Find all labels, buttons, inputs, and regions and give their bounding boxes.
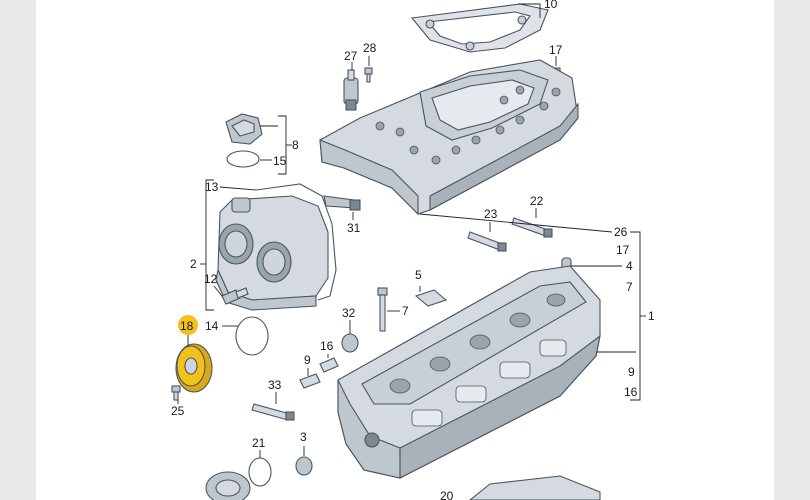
leader-lines [177, 3, 646, 458]
callout-31: 31 [347, 221, 361, 235]
callout-23: 23 [484, 207, 498, 221]
callout-9-right: 9 [628, 365, 635, 379]
callout-1: 1 [648, 309, 655, 323]
sensor-27 [343, 69, 359, 111]
o-ring-14 [235, 316, 269, 356]
cylinder-head [337, 265, 601, 479]
callout-12: 12 [204, 272, 218, 286]
callout-13: 13 [205, 180, 219, 194]
screw-28 [364, 67, 373, 83]
callout-4: 4 [626, 259, 633, 273]
callout-21: 21 [252, 436, 266, 450]
callout-25: 25 [171, 404, 185, 418]
callout-18-highlight [178, 315, 198, 335]
callout-18: 18 [180, 319, 194, 333]
callout-32: 32 [342, 306, 356, 320]
callout-33: 33 [268, 378, 282, 392]
callout-7-right: 7 [626, 280, 633, 294]
o-ring-15 [226, 150, 260, 168]
callout-9-left: 9 [304, 353, 311, 367]
flange-18-highlighted [175, 343, 213, 393]
callout-10: 10 [544, 0, 558, 11]
seal-ring-21 [248, 457, 272, 487]
callout-14: 14 [205, 319, 219, 333]
callout-3: 3 [300, 430, 307, 444]
dowel-pin-9 [299, 373, 321, 389]
callout-22: 22 [530, 194, 544, 208]
timing-case-cover [215, 195, 329, 311]
pin-23 [467, 231, 507, 252]
dowel-sleeve-16 [319, 357, 339, 373]
callout-2: 2 [190, 257, 197, 271]
callout-17-right: 17 [616, 243, 630, 257]
plug-31 [323, 195, 361, 211]
callout-7-bolt: 7 [402, 304, 409, 318]
callout-26: 26 [614, 225, 628, 239]
oil-filler-cap [225, 113, 263, 145]
callout-15: 15 [273, 154, 287, 168]
pin-22 [511, 217, 553, 238]
callout-5: 5 [415, 268, 422, 282]
screw-25 [171, 385, 181, 401]
sleeve-3 [295, 456, 313, 476]
callout-8: 8 [292, 138, 299, 152]
cover-gasket-13 [255, 183, 337, 301]
plate-5 [414, 289, 448, 307]
callout-28: 28 [363, 41, 377, 55]
callout-labels: 10 27 28 17 8 15 13 31 2 12 14 18 25 23 … [171, 0, 655, 500]
pin-33 [251, 403, 295, 421]
callout-27: 27 [344, 49, 358, 63]
cylinder-head-cover [319, 59, 579, 216]
cap-32 [341, 333, 359, 353]
lower-gasket-20 [469, 475, 601, 500]
stretch-bolt-7 [377, 287, 388, 332]
callout-16-right: 16 [624, 385, 638, 399]
callout-17-top: 17 [549, 43, 563, 57]
lower-pulley [205, 471, 251, 500]
valve-cover-gasket-top [410, 3, 549, 53]
bolt-12 [221, 287, 249, 305]
callout-16-left: 16 [320, 339, 334, 353]
callout-20: 20 [440, 489, 454, 500]
